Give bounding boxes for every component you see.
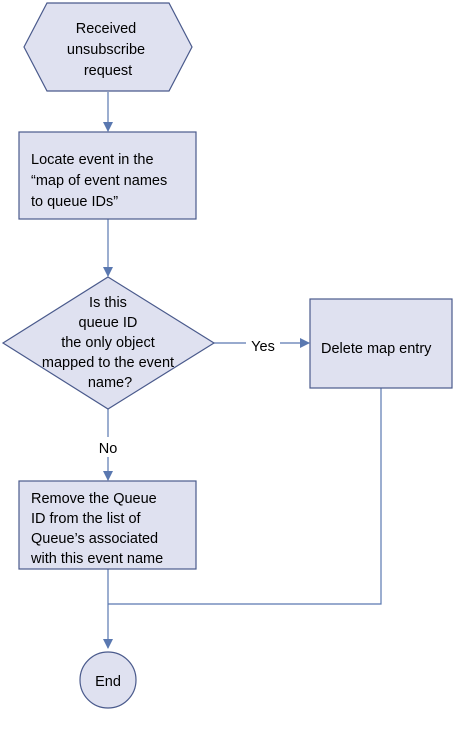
- remove-label-line: Queue’s associated: [31, 531, 158, 547]
- decision-label: Is this queue ID the only object mapped …: [42, 295, 178, 391]
- locate-label-line: to queue IDs”: [31, 194, 118, 210]
- node-remove: Remove the Queue ID from the list of Que…: [18, 480, 197, 570]
- remove-label-line: ID from the list of: [31, 511, 142, 527]
- start-label-line: Received: [76, 21, 136, 37]
- locate-label-line: Locate event in the: [31, 152, 154, 168]
- remove-label-line: Remove the Queue: [31, 491, 157, 507]
- node-start: Received unsubscribe request: [23, 2, 193, 92]
- decision-label-line: the only object: [61, 335, 155, 351]
- node-locate: Locate event in the “map of event names …: [18, 131, 197, 220]
- decision-label-line: mapped to the event: [42, 355, 174, 371]
- end-label-line: End: [95, 674, 121, 690]
- end-label: End: [95, 674, 121, 690]
- edge-label-no: No: [99, 441, 118, 457]
- remove-label: Remove the Queue ID from the list of Que…: [30, 491, 163, 567]
- decision-label-line: Is this: [89, 295, 127, 311]
- start-label: Received unsubscribe request: [67, 21, 149, 79]
- node-end: End: [79, 651, 137, 709]
- remove-label-line: with this event name: [30, 551, 163, 567]
- decision-label-line: name?: [88, 375, 132, 391]
- start-label-line: request: [84, 63, 132, 79]
- remove-process-box: [18, 480, 197, 570]
- start-label-line: unsubscribe: [67, 42, 145, 58]
- edge-delete-to-merge: [108, 388, 382, 605]
- node-delete: Delete map entry: [309, 298, 453, 389]
- edge-label-yes-group: Yes: [246, 337, 280, 355]
- locate-process-box: [18, 131, 197, 220]
- locate-label-line: “map of event names: [31, 173, 167, 189]
- edge-label-yes: Yes: [251, 339, 275, 355]
- delete-process-box: [309, 298, 453, 389]
- node-decision: Is this queue ID the only object mapped …: [1, 276, 216, 410]
- delete-label-line: Delete map entry: [321, 341, 432, 357]
- decision-label-line: queue ID: [79, 315, 138, 331]
- locate-label: Locate event in the “map of event names …: [31, 152, 171, 210]
- decision-diamond: [1, 276, 216, 410]
- edge-label-no-group: No: [96, 437, 120, 457]
- end-terminator-circle: [79, 651, 137, 709]
- delete-label: Delete map entry: [321, 341, 432, 357]
- start-hexagon: [23, 2, 193, 92]
